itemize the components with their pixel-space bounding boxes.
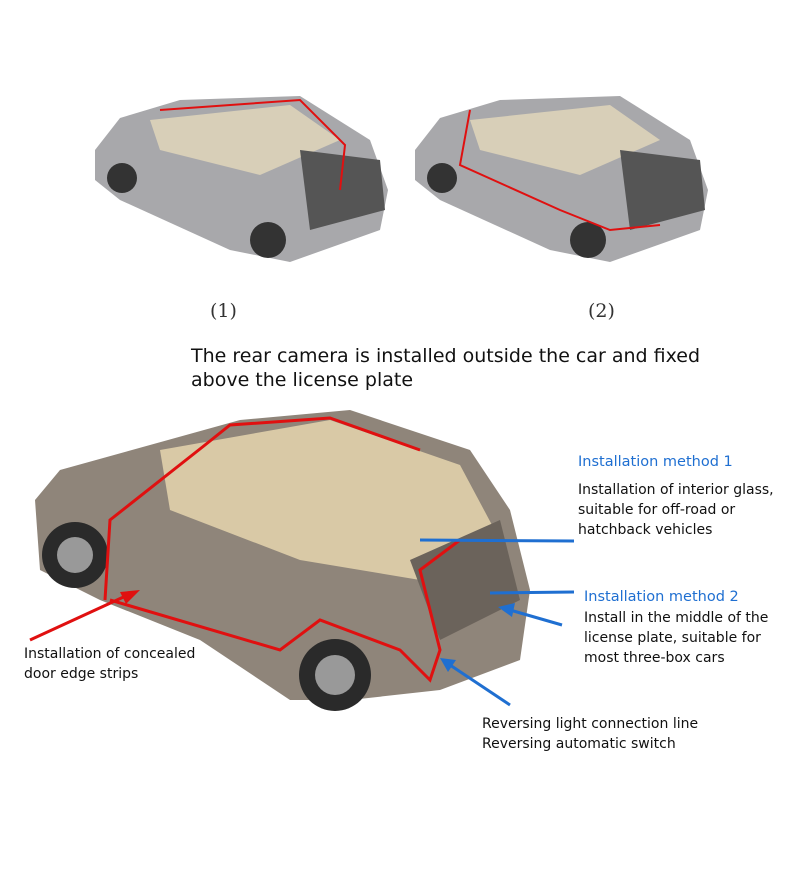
wire-route-2 [458, 109, 661, 232]
method1-pointer [419, 538, 575, 543]
desc-line: suitable for off-road or [578, 502, 736, 518]
desc-line: Installation of interior glass, [578, 482, 774, 498]
reversing-pointer [449, 663, 511, 707]
door-strip-pointer [29, 592, 131, 642]
label-line: Reversing light connection line [482, 716, 699, 732]
label-line: Installation of concealed [24, 646, 196, 662]
door-strip-label: Installation of concealed door edge stri… [24, 644, 195, 684]
label-line: door edge strips [24, 666, 139, 682]
reversing-label: Reversing light connection line Reversin… [482, 714, 698, 754]
method2-title: Installation method 2 [584, 589, 739, 605]
method1-desc: Installation of interior glass, suitable… [578, 480, 774, 540]
pointer-lines [29, 538, 575, 707]
method1-title: Installation method 1 [578, 454, 733, 470]
car-image-1 [95, 96, 388, 262]
wire-route-main [103, 416, 421, 601]
car-1-label: (1) [210, 300, 237, 322]
car-2-label: (2) [588, 300, 615, 322]
desc-line: most three-box cars [584, 650, 725, 666]
desc-line: Install in the middle of the [584, 610, 769, 626]
method2-pointer [489, 590, 575, 595]
desc-line: hatchback vehicles [578, 522, 713, 538]
main-car-cutaway [35, 410, 530, 711]
headline: The rear camera is installed outside the… [191, 345, 701, 391]
method2-desc: Install in the middle of the license pla… [584, 608, 768, 668]
label-line: Reversing automatic switch [482, 736, 676, 752]
car-image-2 [415, 96, 708, 262]
desc-line: license plate, suitable for [584, 630, 761, 646]
wire-route-1 [159, 98, 347, 191]
